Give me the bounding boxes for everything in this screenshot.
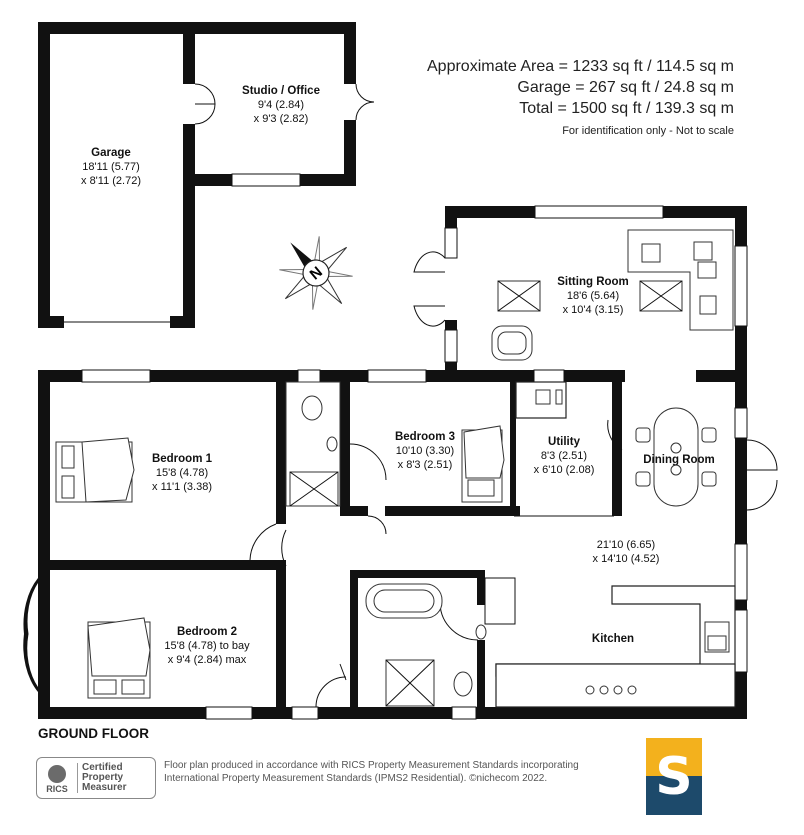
rics-certification: Certified Property Measurer xyxy=(77,763,126,793)
studio-label: Studio / Office 9'4 (2.84) x 9'3 (2.82) xyxy=(242,84,320,126)
bedroom2-name: Bedroom 2 xyxy=(176,626,238,638)
sitting-room-dim1: 18'6 (5.64) xyxy=(566,290,620,302)
garage-name: Garage xyxy=(91,147,131,159)
area-summary: Approximate Area = 1233 sq ft / 114.5 sq… xyxy=(427,56,734,137)
utility-dim2: x 6'10 (2.08) xyxy=(533,464,595,476)
kitchen-fixtures xyxy=(484,577,736,708)
area-garage: Garage = 267 sq ft / 24.8 sq m xyxy=(517,79,734,96)
sitting-room-name: Sitting Room xyxy=(557,276,629,288)
rics-cert-line: Measurer xyxy=(82,782,127,793)
disclaimer-line: International Property Measurement Stand… xyxy=(164,773,548,784)
utility-label: Utility 8'3 (2.51) x 6'10 (2.08) xyxy=(534,435,595,477)
dining-table xyxy=(635,407,717,507)
kitchen-dim2: x 14'10 (4.52) xyxy=(592,553,660,565)
rics-logo: RICS xyxy=(37,758,77,798)
utility-dim1: 8'3 (2.51) xyxy=(540,450,588,462)
bedroom1-dim1: 15'8 (4.78) xyxy=(155,467,209,479)
garage-label: Garage 18'11 (5.77) x 8'11 (2.72) xyxy=(81,146,141,188)
bed-furniture xyxy=(55,425,505,699)
sitting-room-label: Sitting Room 18'6 (5.64) x 10'4 (3.15) xyxy=(557,275,629,317)
rics-badge: RICS Certified Property Measurer xyxy=(36,757,156,799)
bathroom-fixtures xyxy=(285,381,487,707)
studio-name: Studio / Office xyxy=(242,85,320,97)
door-swings-upper xyxy=(194,83,375,125)
kitchen-dims-label: 21'10 (6.65) x 14'10 (4.52) xyxy=(593,538,660,566)
agent-logo: S xyxy=(646,738,702,815)
bedroom3-name: Bedroom 3 xyxy=(394,431,456,443)
kitchen-label: Kitchen xyxy=(592,632,634,646)
agent-logo-letter: S xyxy=(655,746,693,807)
disclaimer: Floor plan produced in accordance with R… xyxy=(164,759,579,785)
garage-walls xyxy=(38,22,356,328)
door-swings-house xyxy=(249,419,778,708)
garage-dim2: x 8'11 (2.72) xyxy=(81,175,141,187)
floor-label: GROUND FLOOR xyxy=(38,726,149,741)
bedroom3-label: Bedroom 3 10'10 (3.30) x 8'3 (2.51) xyxy=(395,430,455,472)
area-approx: Approximate Area = 1233 sq ft / 114.5 sq… xyxy=(427,58,734,75)
utility-fixtures xyxy=(514,381,614,517)
bedroom3-dim1: 10'10 (3.30) xyxy=(395,445,455,457)
rics-cert-line: Certified xyxy=(82,762,123,773)
studio-dim2: x 9'3 (2.82) xyxy=(253,113,309,125)
bedroom2-dim1: 15'8 (4.78) to bay xyxy=(164,640,250,652)
bedroom1-dim2: x 11'1 (3.38) xyxy=(152,481,212,493)
bedroom2-dim2: x 9'4 (2.84) max xyxy=(167,654,247,666)
area-total: Total = 1500 sq ft / 139.3 sq m xyxy=(519,100,734,117)
rics-logo-text: RICS xyxy=(46,783,68,794)
utility-name: Utility xyxy=(548,436,580,448)
rics-cert-line: Property xyxy=(82,772,124,783)
sitting-room-walls xyxy=(444,205,748,382)
kitchen-dim1: 21'10 (6.65) xyxy=(596,539,656,551)
garage-dim1: 18'11 (5.77) xyxy=(82,161,140,173)
agent-logo-bottom xyxy=(646,776,702,815)
kitchen-name: Kitchen xyxy=(591,633,635,645)
sitting-room-dim2: x 10'4 (3.15) xyxy=(562,304,624,316)
studio-dim1: 9'4 (2.84) xyxy=(257,99,305,111)
agent-logo-top xyxy=(646,738,702,776)
bedroom2-label: Bedroom 2 15'8 (4.78) to bay x 9'4 (2.84… xyxy=(164,625,249,667)
bedroom3-dim2: x 8'3 (2.51) xyxy=(397,459,453,471)
rics-emblem-icon xyxy=(48,764,66,783)
dining-room-name: Dining Room xyxy=(643,454,715,466)
compass-icon xyxy=(279,236,353,310)
bedroom1-name: Bedroom 1 xyxy=(151,453,213,465)
bay-window xyxy=(23,578,50,692)
bedroom1-label: Bedroom 1 15'8 (4.78) x 11'1 (3.38) xyxy=(152,452,212,494)
disclaimer-line: Floor plan produced in accordance with R… xyxy=(164,760,579,771)
dining-room-label: Dining Room xyxy=(643,453,715,467)
sitting-room-furniture xyxy=(413,229,734,361)
scale-note: For identification only - Not to scale xyxy=(562,125,734,137)
